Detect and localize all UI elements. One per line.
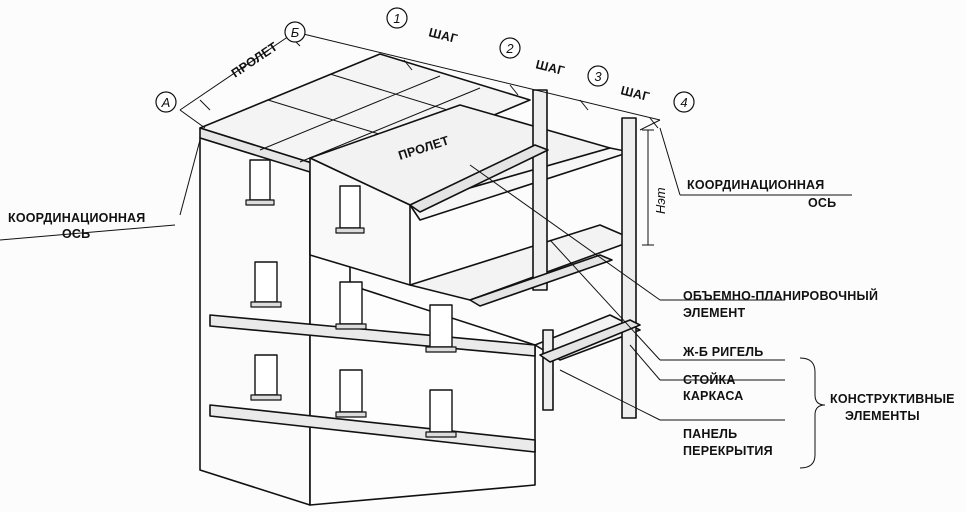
rc-beam-label: Ж-Б РИГЕЛЬ (682, 345, 763, 359)
axis-label-2: 2 (505, 41, 514, 56)
coord-axis-right-line2: ОСЬ (808, 196, 836, 210)
dimension-lines (0, 31, 852, 246)
axis-marker-labels: А Б 1 2 3 4 (161, 11, 688, 110)
column-lower (542, 329, 554, 411)
step-label-3: ШАГ (619, 83, 651, 104)
leader-lines (469, 164, 826, 469)
step-label-2: ШАГ (534, 57, 566, 78)
panel-label-line1: ПАНЕЛЬ (683, 427, 737, 441)
axis-marker-4 (673, 91, 695, 113)
panel-label-line2: ПЕРЕКРЫТИЯ (683, 444, 773, 458)
rc-beams (409, 144, 641, 363)
axis-marker-a (155, 91, 177, 113)
step-label-1: ШАГ (427, 25, 459, 46)
axis-label-4: 4 (680, 95, 687, 110)
axis-label-b: Б (291, 25, 300, 40)
axis-markers (155, 7, 695, 113)
coord-axis-right-line1: КООРДИНАЦИОННАЯ (687, 178, 824, 192)
structural-label-line2: ЭЛЕМЕНТЫ (845, 409, 920, 423)
axis-marker-3 (587, 65, 609, 87)
structural-label-line1: КОНСТРУКТИВНЫЕ (830, 392, 955, 406)
windows (249, 159, 453, 433)
coord-axis-left-line2: ОСЬ (62, 227, 90, 241)
coord-axis-left-line1: КООРДИНАЦИОННАЯ (8, 211, 145, 225)
frame-columns (532, 89, 637, 419)
window-sills (245, 199, 457, 438)
column-right (621, 117, 637, 419)
floor-height-label: Нэт (653, 187, 668, 214)
left-labels: КООРДИНАЦИОННАЯ ОСЬ (8, 211, 145, 241)
floor-bands (209, 314, 536, 453)
axis-label-a: А (161, 95, 171, 110)
column-label-line2: КАРКАСА (683, 389, 743, 403)
axis-marker-b (284, 21, 306, 43)
axis-label-3: 3 (594, 69, 602, 84)
axis-marker-2 (499, 37, 521, 59)
building (199, 53, 641, 506)
right-labels: КООРДИНАЦИОННАЯ ОСЬ ОБЪЕМНО-ПЛАНИРОВОЧНЫ… (682, 178, 955, 458)
axis-label-1: 1 (393, 11, 400, 26)
column-label-line1: СТОЙКА (683, 372, 736, 387)
volume-element-line1: ОБЪЕМНО-ПЛАНИРОВОЧНЫЙ (683, 288, 878, 303)
axis-marker-1 (386, 7, 408, 29)
volume-element-line2: ЭЛЕМЕНТ (683, 306, 746, 320)
column-left (532, 89, 548, 291)
